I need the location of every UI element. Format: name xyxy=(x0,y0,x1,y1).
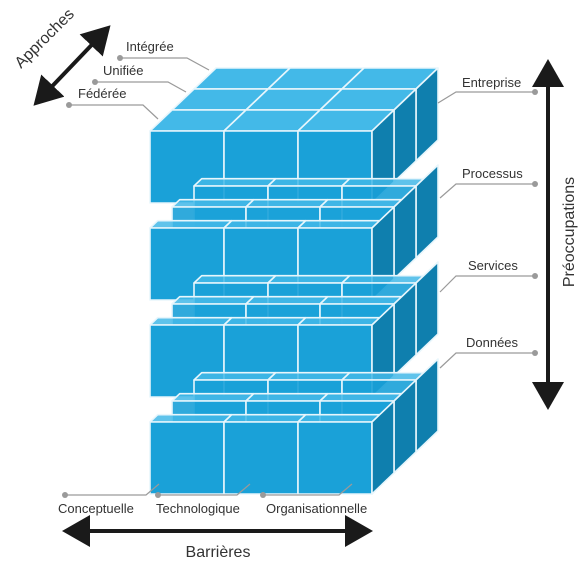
cube-side-face xyxy=(371,400,395,495)
approches-label-federee: Fédérée xyxy=(78,86,126,101)
barrieres-label-technologique: Technologique xyxy=(156,501,240,516)
cube-stack xyxy=(149,67,439,495)
cube-top-face xyxy=(245,295,329,305)
leader-donnees xyxy=(439,352,535,369)
approches-arrow xyxy=(33,25,111,106)
preoccupations-label-donnees: Données xyxy=(466,335,519,350)
cube-top-face xyxy=(171,198,255,208)
barrieres-label-conceptuelle: Conceptuelle xyxy=(58,501,134,516)
cube-top-face xyxy=(319,295,403,305)
cube-top-face xyxy=(319,392,403,402)
leader-integree xyxy=(120,57,210,71)
barrieres-label-organisationnelle: Organisationnelle xyxy=(266,501,367,516)
cube-top-face xyxy=(171,392,255,402)
cube-top-face xyxy=(223,413,307,423)
cube-top-face xyxy=(245,392,329,402)
leader-entreprise xyxy=(437,91,535,104)
cube-top-face xyxy=(171,295,255,305)
leader-technologique xyxy=(158,483,251,496)
cube-top-face xyxy=(245,198,329,208)
cube-top-face xyxy=(341,274,425,284)
cube-top-face xyxy=(267,177,351,187)
barrieres-title: Barrières xyxy=(186,544,251,561)
cube-top-face xyxy=(193,274,277,284)
cube-front-face xyxy=(297,421,373,495)
cube-top-face xyxy=(319,198,403,208)
cube-top-face xyxy=(297,413,381,423)
preoccupations-title: Préoccupations xyxy=(561,177,578,287)
preoccupations-label-entreprise: Entreprise xyxy=(462,75,521,90)
leader-services xyxy=(439,275,535,293)
cube-top-face xyxy=(193,177,277,187)
cube-top-face xyxy=(267,371,351,381)
leader-federee xyxy=(69,104,159,120)
cube-front-face xyxy=(149,421,225,495)
cube-top-face xyxy=(223,219,307,229)
cube-top-face xyxy=(267,274,351,284)
leader-processus xyxy=(439,183,535,199)
cube-top-face xyxy=(149,316,233,326)
approches-title: Approches xyxy=(12,6,78,72)
approches-label-integree: Intégrée xyxy=(126,39,174,54)
cube-top-face xyxy=(223,316,307,326)
leader-conceptuelle xyxy=(65,483,160,496)
cube-top-face xyxy=(149,219,233,229)
cube-top-face xyxy=(341,371,425,381)
leader-unifiee xyxy=(95,81,187,93)
cube-top-face xyxy=(149,413,233,423)
cube-top-face xyxy=(297,219,381,229)
preoccupations-label-processus: Processus xyxy=(462,166,523,181)
cube-top-face xyxy=(193,371,277,381)
cube-top-face xyxy=(341,177,425,187)
leader-organisationnelle xyxy=(263,483,353,496)
preoccupations-label-services: Services xyxy=(468,258,518,273)
cube-top-face xyxy=(297,316,381,326)
cube-front-face xyxy=(223,421,299,495)
approches-label-unifiee: Unifiée xyxy=(103,63,143,78)
